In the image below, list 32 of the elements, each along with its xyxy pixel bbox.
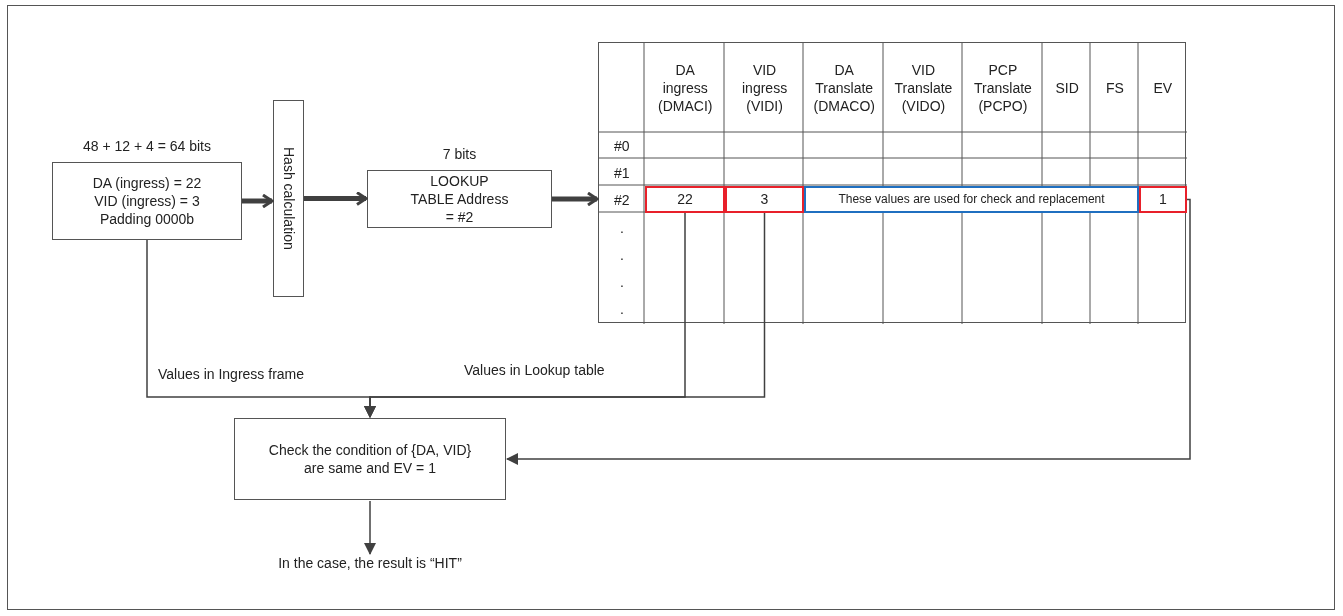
condition-box: Check the condition of {DA, VID} are same and EV = 1 — [234, 418, 506, 500]
arrow — [242, 193, 274, 209]
edge-label: Values in Lookup table — [464, 362, 605, 378]
result-text: In the case, the result is “HIT” — [240, 555, 500, 575]
highlighted-cell: 22 — [645, 186, 725, 213]
column-header: VID ingress (VIDI) — [742, 60, 788, 116]
size-note: 48 + 12 + 4 = 64 bits — [81, 138, 212, 154]
highlighted-cell: 3 — [725, 186, 804, 213]
edge-label: Values in Ingress frame — [158, 366, 305, 382]
arrow — [552, 191, 599, 207]
highlighted-cell: These values are used for check and replacement — [804, 186, 1139, 213]
arrow — [364, 500, 376, 555]
row-label: #1 — [614, 163, 630, 182]
column-header: PCP Translate (PCPO) — [974, 60, 1032, 116]
column-header: EV — [1153, 79, 1173, 98]
process-box: Hash calculation — [273, 100, 304, 297]
highlighted-cell: 1 — [1139, 186, 1187, 213]
process-box: LOOKUP TABLE Address = #2 — [367, 170, 552, 228]
lookup-table — [598, 42, 1186, 323]
row-label: #0 — [614, 137, 630, 156]
arrow — [506, 198, 1191, 465]
arrow — [364, 212, 766, 418]
column-header: VID Translate (VIDO) — [894, 60, 953, 116]
column-header: FS — [1106, 79, 1124, 98]
size-note: 7 bits — [441, 146, 478, 162]
frame-box: DA (ingress) = 22 VID (ingress) = 3 Padding 0000b — [52, 162, 242, 240]
column-header: DA Translate (DMACO) — [813, 60, 875, 116]
column-header: DA ingress (DMACI) — [658, 60, 713, 116]
row-label: #2 — [614, 190, 630, 209]
column-header: SID — [1055, 79, 1079, 98]
ellipsis: . . . . — [620, 218, 624, 319]
arrow — [304, 191, 368, 206]
